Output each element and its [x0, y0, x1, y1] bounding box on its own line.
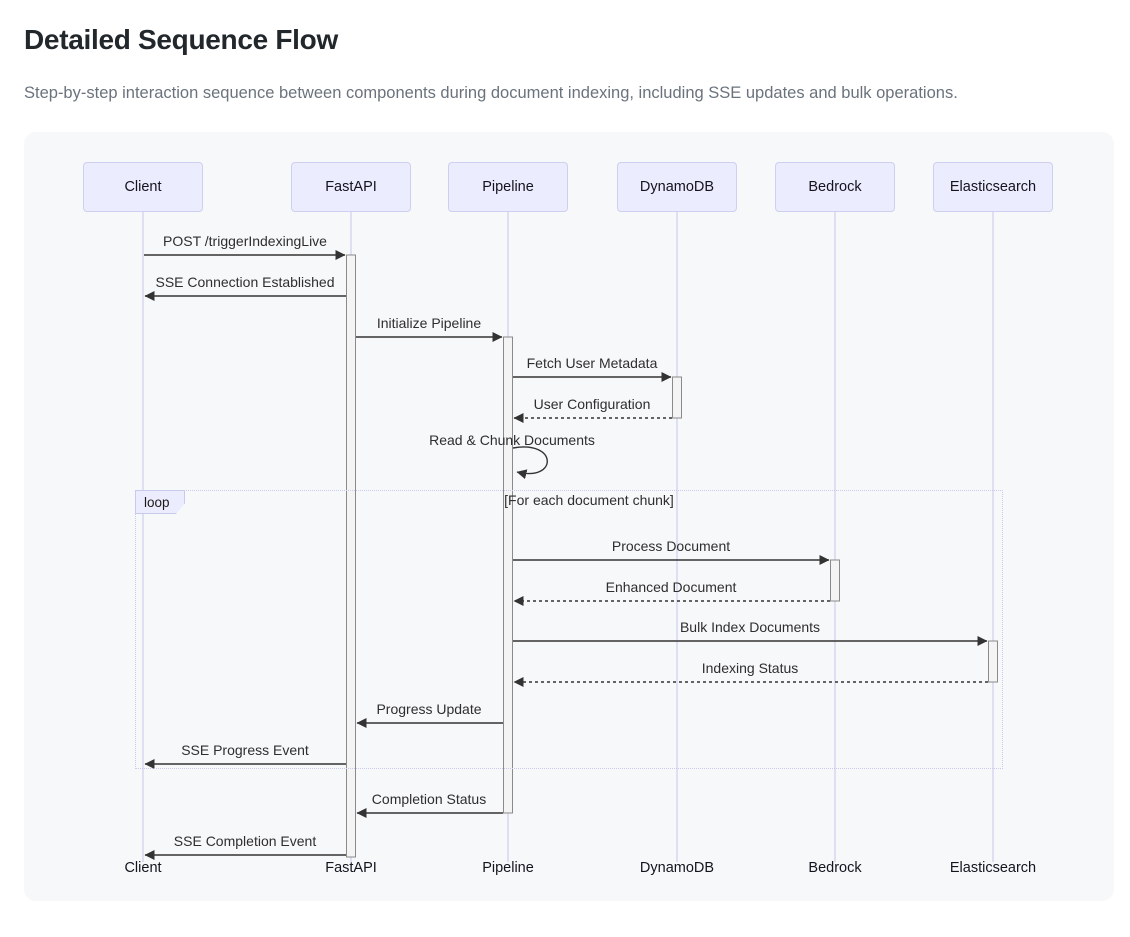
message-label: Enhanced Document [605, 579, 737, 595]
message-label: SSE Progress Event [181, 742, 309, 758]
message-label: SSE Completion Event [173, 833, 317, 849]
bottom-label-elasticsearch: Elasticsearch [949, 860, 1037, 876]
message-label: Fetch User Metadata [526, 355, 658, 371]
message-label: Process Document [611, 538, 731, 554]
page-subtitle: Step-by-step interaction sequence betwee… [24, 84, 958, 102]
message-label: Initialize Pipeline [376, 315, 482, 331]
loop-frame [135, 490, 1003, 769]
sequence-diagram-graphics [142, 212, 998, 862]
participant-fastapi: FastAPI [291, 162, 411, 212]
self-loop-arrow [512, 446, 548, 480]
page-header: Detailed Sequence Flow Step-by-step inte… [24, 0, 958, 103]
loop-keyword-tag: loop [135, 490, 185, 514]
activation-bars [346, 254, 998, 858]
message-label: Completion Status [371, 791, 487, 807]
message-label: Read & Chunk Documents [429, 432, 595, 448]
bottom-label-dynamodb: DynamoDB [639, 860, 715, 876]
participant-dynamodb: DynamoDB [617, 162, 737, 212]
loop-condition-label: [For each document chunk] [504, 492, 674, 508]
participant-bedrock: Bedrock [775, 162, 895, 212]
participant-pipeline: Pipeline [448, 162, 568, 212]
participant-client: Client [83, 162, 203, 212]
message-arrows [144, 250, 988, 860]
message-label: Indexing Status [701, 660, 799, 676]
bottom-label-bedrock: Bedrock [808, 860, 862, 876]
bottom-label-pipeline: Pipeline [482, 860, 534, 876]
message-label: SSE Connection Established [155, 274, 335, 290]
message-label: Bulk Index Documents [679, 619, 821, 635]
message-label: POST /triggerIndexingLive [163, 233, 327, 249]
bottom-label-fastapi: FastAPI [325, 860, 377, 876]
message-label: User Configuration [533, 396, 651, 412]
sequence-diagram-canvas: loop [For each document chunk] Client Fa… [24, 132, 1114, 901]
page-title: Detailed Sequence Flow [24, 24, 338, 55]
bottom-label-client: Client [124, 860, 162, 876]
participant-elasticsearch: Elasticsearch [933, 162, 1053, 212]
message-label: Progress Update [376, 701, 482, 717]
